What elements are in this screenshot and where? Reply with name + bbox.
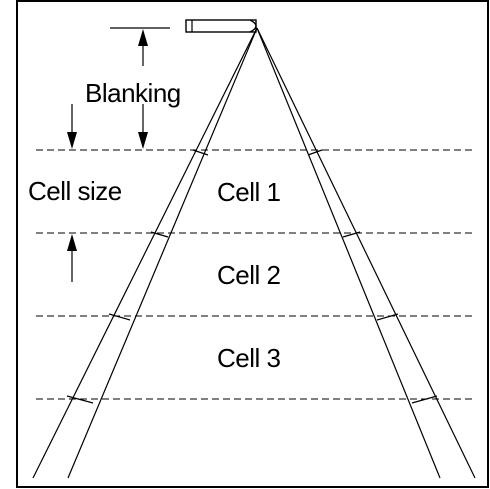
right-beam <box>256 27 476 479</box>
arrow-down-icon <box>67 132 77 149</box>
arrow-up-icon <box>138 29 148 46</box>
blanking-label: Blanking <box>85 78 181 108</box>
cell-boundaries <box>36 149 476 400</box>
cell-size-label: Cell size <box>28 176 122 206</box>
left-beam <box>32 27 258 479</box>
transducer-icon <box>185 19 257 33</box>
cell-size-dimension <box>67 234 77 282</box>
cell-label: Cell 1 <box>217 177 281 207</box>
blanking-dimension <box>67 27 170 149</box>
arrow-down-icon <box>138 132 148 149</box>
arrow-up-icon <box>67 234 77 251</box>
diagram-frame <box>16 0 489 488</box>
cell-label: Cell 2 <box>217 260 281 290</box>
cell-label: Cell 3 <box>217 343 281 373</box>
